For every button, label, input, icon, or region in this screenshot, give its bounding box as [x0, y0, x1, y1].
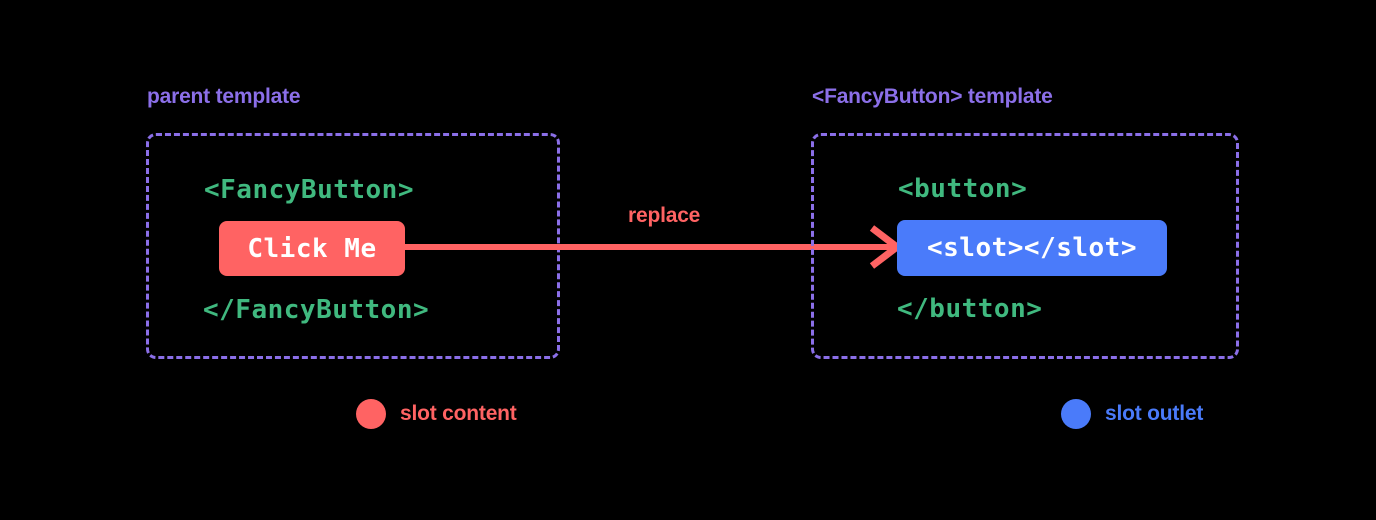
fancybutton-template-title: <FancyButton> template [812, 85, 1053, 108]
legend-dot-icon-slot-outlet [1061, 399, 1091, 429]
slot-content-chip: Click Me [219, 221, 405, 276]
arrow-label-replace: replace [628, 204, 701, 227]
code-close-button-tag: </button> [897, 294, 1043, 324]
parent-template-title: parent template [147, 85, 301, 108]
legend-label-slot-outlet: slot outlet [1105, 402, 1204, 425]
code-open-fancybutton-tag: <FancyButton> [204, 175, 414, 205]
legend-label-slot-content: slot content [400, 402, 517, 425]
fancybutton-template-box [811, 133, 1239, 359]
code-close-fancybutton-tag: </FancyButton> [203, 295, 430, 325]
legend-dot-icon-slot-content [356, 399, 386, 429]
legend-item-slot-content: slot content [356, 399, 517, 429]
code-open-button-tag: <button> [898, 174, 1028, 204]
legend-item-slot-outlet: slot outlet [1061, 399, 1203, 429]
slot-outlet-chip: <slot></slot> [897, 220, 1167, 276]
